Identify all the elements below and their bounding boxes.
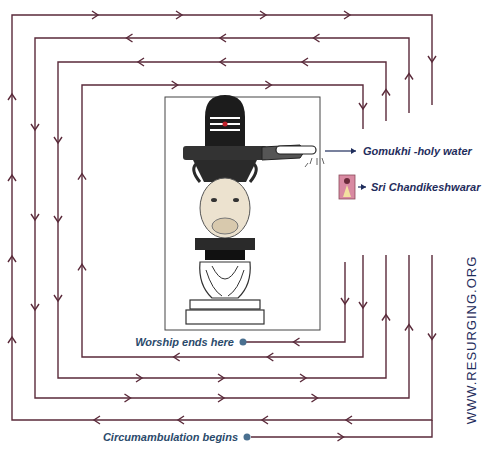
direction-arrow	[220, 34, 226, 42]
direction-arrow	[127, 34, 133, 42]
nandi-eye	[233, 198, 239, 202]
direction-arrow	[8, 337, 16, 343]
direction-arrow	[92, 11, 98, 19]
pedestal-tier	[195, 238, 255, 250]
direction-arrow	[176, 11, 182, 19]
direction-arrow	[172, 81, 178, 89]
direction-arrow	[405, 325, 413, 331]
direction-arrow	[302, 58, 308, 66]
walk-line	[82, 85, 363, 357]
circumambulation-paths	[8, 11, 436, 441]
direction-arrow	[359, 302, 367, 308]
pedestal-tier	[205, 250, 245, 260]
direction-arrow	[54, 137, 62, 143]
direction-arrow	[54, 295, 62, 301]
direction-arrow	[359, 103, 367, 109]
lotus-petals	[206, 266, 244, 296]
nandi-head	[200, 178, 250, 238]
direction-arrow	[136, 374, 142, 382]
chandikeshwarar-icon	[339, 175, 355, 199]
direction-arrow	[8, 94, 16, 100]
direction-arrow	[262, 416, 268, 424]
tripundra-stripe	[210, 117, 240, 119]
direction-arrow	[218, 394, 224, 402]
direction-arrow	[31, 124, 39, 130]
tripundra-stripe	[210, 129, 240, 131]
direction-arrow	[218, 374, 224, 382]
direction-arrow	[178, 416, 184, 424]
direction-arrow	[125, 394, 131, 402]
callout-label: Sri Chandikeshwarar	[370, 180, 481, 194]
direction-arrow	[312, 394, 318, 402]
yoni-rim	[183, 146, 267, 160]
direction-arrow	[220, 58, 226, 66]
direction-arrow	[138, 58, 144, 66]
direction-arrow	[267, 353, 273, 361]
nandi-eye	[211, 198, 217, 202]
direction-arrow	[338, 433, 344, 441]
direction-arrow	[78, 174, 86, 180]
walk-line	[35, 38, 409, 398]
path-ring	[8, 11, 436, 424]
path-ring	[31, 34, 413, 402]
water-drops	[305, 158, 324, 167]
direction-arrow	[174, 353, 180, 361]
direction-arrow	[346, 416, 352, 424]
direction-arrow	[54, 216, 62, 222]
direction-arrow	[382, 315, 390, 321]
marker-dot	[244, 434, 251, 441]
direction-arrow	[428, 334, 436, 340]
path-ring	[246, 262, 349, 346]
deity-picture	[339, 175, 355, 199]
path-ring	[78, 81, 367, 361]
direction-arrow	[300, 374, 306, 382]
direction-arrow	[405, 74, 413, 80]
walk-line	[58, 62, 386, 378]
nandi-muzzle	[212, 218, 238, 234]
deity-head	[344, 178, 350, 184]
direction-arrow	[8, 175, 16, 181]
direction-arrow	[8, 256, 16, 262]
path-ring	[251, 420, 432, 441]
deity-body	[343, 185, 351, 197]
direction-arrow	[428, 56, 436, 62]
direction-arrow	[31, 214, 39, 220]
walk-line	[251, 420, 432, 437]
direction-arrow	[94, 416, 100, 424]
direction-arrow	[31, 304, 39, 310]
callout-label: Worship ends here	[134, 335, 235, 349]
direction-arrow	[382, 90, 390, 96]
callout-label: Gomukhi -holy water	[362, 144, 473, 158]
base-tier	[190, 300, 260, 309]
direction-arrow	[265, 81, 271, 89]
gomukhi-pipe	[276, 146, 316, 154]
direction-arrow	[260, 11, 266, 19]
direction-arrow	[294, 338, 300, 346]
callout-label: Circumambulation begins	[102, 430, 239, 444]
lingam-illustration	[165, 95, 324, 330]
direction-arrow	[78, 264, 86, 270]
tilak-dot	[223, 122, 228, 127]
direction-arrow	[344, 11, 350, 19]
direction-arrow	[314, 34, 320, 42]
walk-line	[12, 15, 432, 420]
leader-arrowhead	[361, 184, 366, 190]
leader-lines	[240, 148, 367, 441]
marker-dot	[240, 339, 247, 346]
leader-arrowhead	[351, 148, 356, 154]
watermark: WWW.RESURGING.ORG	[465, 255, 479, 426]
direction-arrow	[341, 298, 349, 304]
base-tier	[186, 310, 264, 324]
path-ring	[54, 58, 390, 382]
lotus-base	[200, 262, 251, 298]
